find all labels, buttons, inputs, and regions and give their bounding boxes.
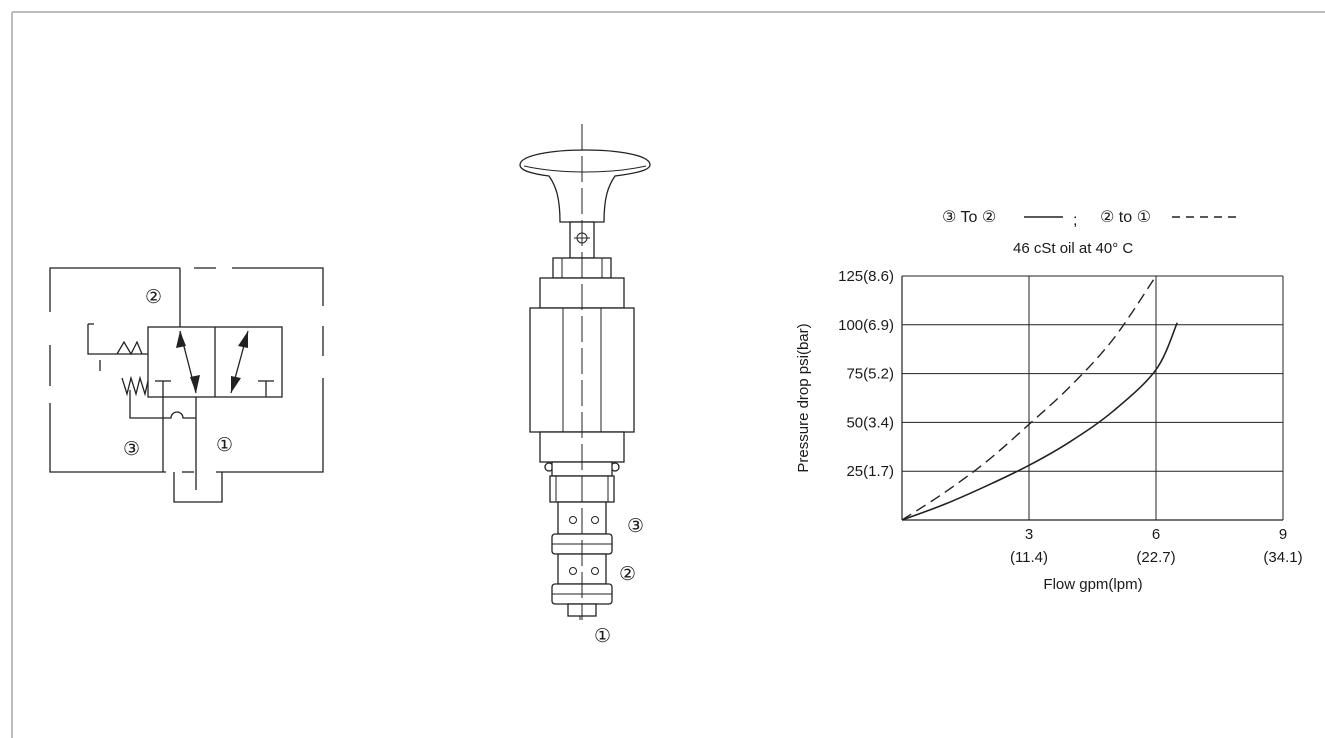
x-tick-label: 3 — [1025, 526, 1033, 543]
manual-actuator — [87, 323, 148, 371]
block-symbol-left — [155, 380, 171, 397]
flow-arrow-left — [176, 330, 200, 394]
x-tick-sublabel: (22.7) — [1136, 549, 1175, 566]
cartridge-valve: ③ ② ① — [519, 124, 651, 647]
x-tick-label: 6 — [1152, 526, 1160, 543]
x-axis-title: Flow gpm(lpm) — [1043, 576, 1142, 593]
flow-arrow-right — [230, 330, 249, 394]
legend-separator: ; — [1073, 212, 1077, 229]
cartridge-port-3-label: ③ — [627, 516, 644, 537]
port-1-stub — [173, 472, 223, 503]
schematic-port-3-label: ③ — [123, 439, 140, 460]
return-spring — [121, 375, 149, 397]
sheet-frame — [11, 11, 1325, 738]
y-tick-label: 100(6.9) — [838, 317, 894, 334]
cartridge-port-1-label: ① — [594, 626, 611, 647]
pressure-drop-chart: ③ To ② ; ② to ① 46 cSt oil at 40° C 25(1… — [795, 209, 1303, 593]
series-2-to-1-line — [901, 275, 1157, 521]
schematic-port-1-label: ① — [216, 435, 233, 456]
internal-line — [129, 390, 196, 419]
legend-dashed-label: ② to ① — [1100, 209, 1151, 226]
plot-grid — [901, 275, 1284, 521]
push-knob — [519, 149, 651, 223]
x-tick-sublabel: (11.4) — [1010, 549, 1048, 566]
x-tick-sublabel: (34.1) — [1263, 549, 1302, 566]
hydraulic-schematic: ② ③ ① — [49, 267, 324, 503]
plot-series — [901, 275, 1178, 521]
schematic-port-2-label: ② — [145, 287, 162, 308]
y-axis-title: Pressure drop psi(bar) — [795, 323, 812, 472]
cartridge-port-2-label: ② — [619, 564, 636, 585]
plot-ticks: 25(1.7) 50(3.4) 75(5.2) 100(6.9) 125(8.6) 3 (1… — [838, 268, 1302, 566]
block-symbol-right — [258, 380, 274, 397]
y-tick-label: 25(1.7) — [846, 463, 894, 480]
x-tick-label: 9 — [1279, 526, 1287, 543]
y-tick-label: 50(3.4) — [846, 414, 894, 431]
y-tick-label: 125(8.6) — [838, 268, 894, 285]
schematic-envelope — [49, 267, 324, 473]
oil-condition-note: 46 cSt oil at 40° C — [1013, 240, 1133, 257]
series-3-to-2-line — [901, 322, 1178, 521]
y-tick-label: 75(5.2) — [846, 366, 894, 383]
legend-solid-label: ③ To ② — [942, 209, 996, 226]
